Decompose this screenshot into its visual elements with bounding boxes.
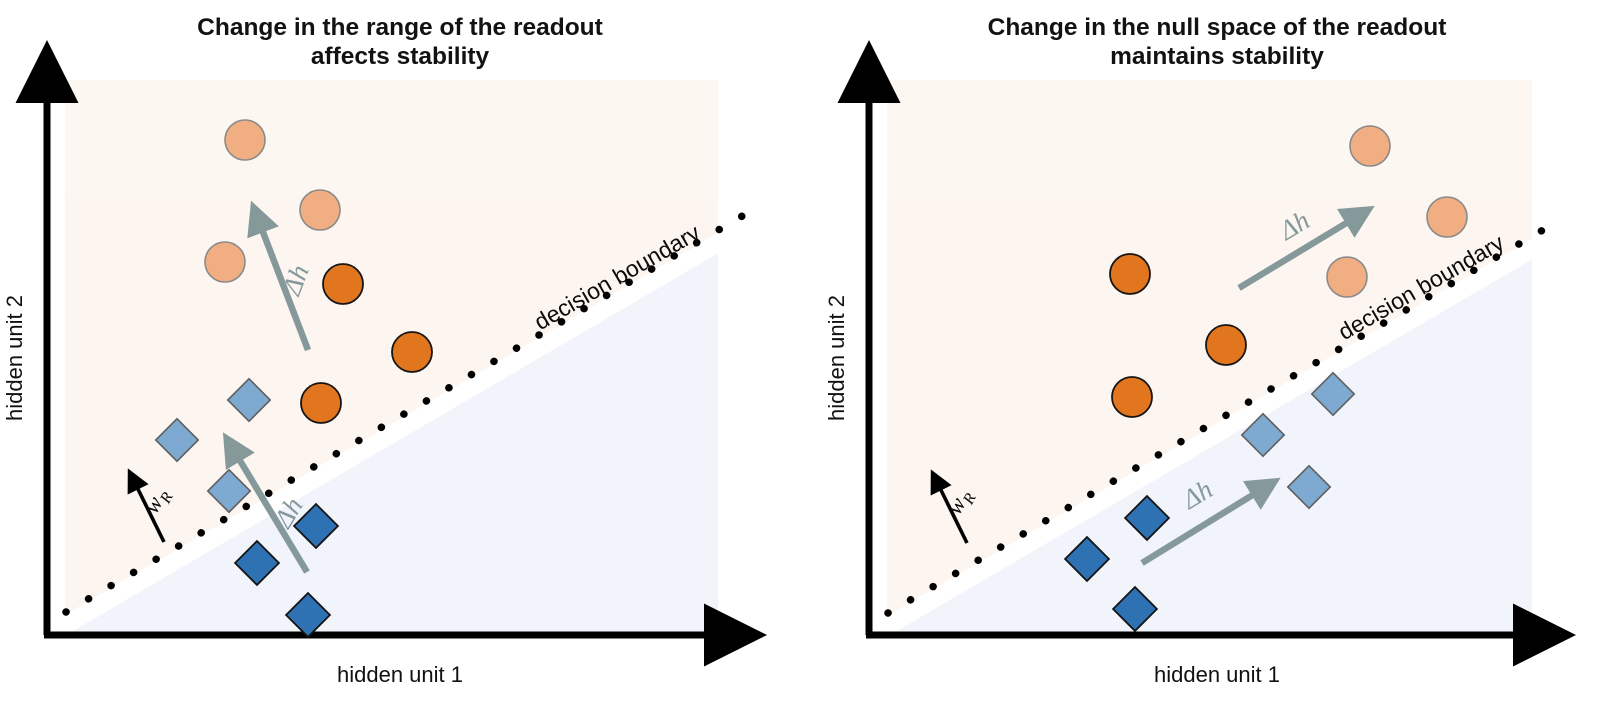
plot-regions	[65, 80, 718, 635]
data-point-diamond	[1111, 585, 1159, 633]
panel-left: Δh Δh wR decision boundary Change in the…	[2, 14, 767, 687]
data-point-circle	[224, 119, 266, 161]
panel-title-line2: maintains stability	[1110, 43, 1324, 70]
axes	[15, 40, 767, 667]
panel-right-canvas: Δh Δh wR decision boundary Change in the…	[824, 14, 1576, 687]
data-point-diamond	[1240, 412, 1286, 458]
data-point-diamond	[1286, 464, 1332, 510]
data-point-circle	[1426, 196, 1468, 238]
region-separator-gap	[65, 232, 718, 635]
markers-layer	[1063, 125, 1468, 633]
panel-title-line1: Change in the range of the readout	[197, 14, 603, 41]
positive-region-band	[65, 80, 718, 195]
data-point-diamond	[206, 468, 252, 514]
panel-right: Δh Δh wR decision boundary Change in the…	[812, 0, 1624, 720]
y-axis-label: hidden unit 2	[824, 295, 849, 421]
data-point-circle	[391, 331, 433, 373]
data-point-circle	[322, 263, 364, 305]
panel-title-line1: Change in the null space of the readout	[988, 14, 1447, 41]
positive-region-band	[887, 80, 1532, 195]
data-point-circle	[300, 382, 342, 424]
data-point-circle	[204, 241, 246, 283]
data-point-circle	[299, 189, 341, 231]
panel-left-canvas: Δh Δh wR decision boundary Change in the…	[2, 14, 767, 687]
data-point-diamond	[1310, 371, 1356, 417]
panel-title-line2: affects stability	[311, 43, 490, 70]
x-axis-label: hidden unit 1	[1154, 662, 1280, 687]
data-point-circle	[1111, 376, 1153, 418]
region-separator-gap	[887, 238, 1532, 635]
data-point-circle	[1326, 256, 1368, 298]
x-axis-label: hidden unit 1	[337, 662, 463, 687]
markers-layer	[154, 119, 433, 639]
data-point-circle	[1205, 324, 1247, 366]
data-point-diamond	[284, 591, 332, 639]
axes	[837, 40, 1576, 667]
decision-boundary-line	[62, 211, 748, 616]
data-point-diamond	[1063, 535, 1111, 583]
data-point-diamond	[292, 502, 340, 550]
data-point-diamond	[154, 417, 200, 463]
y-axis-label: hidden unit 2	[2, 295, 27, 421]
data-point-circle	[1349, 125, 1391, 167]
data-point-circle	[1109, 253, 1151, 295]
decision-boundary-line	[884, 223, 1552, 617]
data-point-diamond	[226, 377, 272, 423]
data-point-diamond	[233, 539, 281, 587]
data-point-diamond	[1123, 494, 1171, 542]
